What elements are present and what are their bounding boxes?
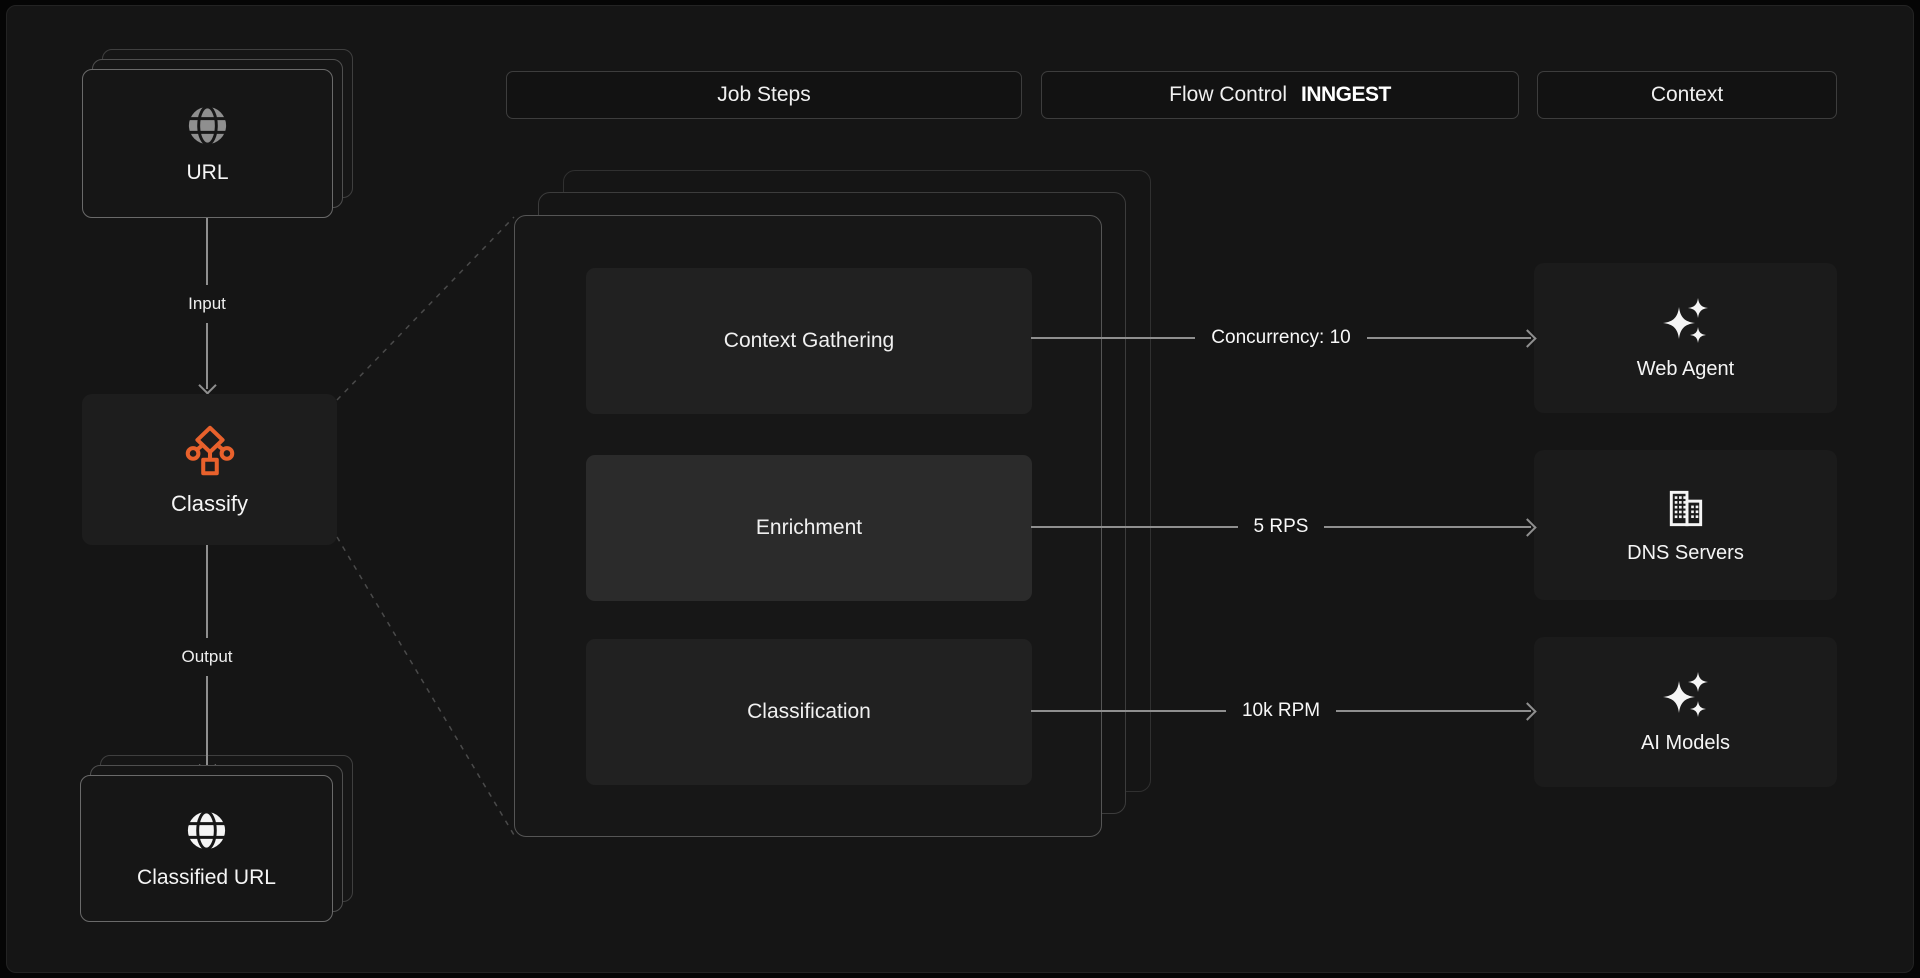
input-arrow-line-bottom [206, 322, 208, 389]
sparkles-icon [1660, 670, 1712, 722]
step-label: Context Gathering [723, 329, 895, 352]
header-job-steps-label: Job Steps [717, 83, 811, 106]
output-arrow-line-bottom [206, 676, 208, 769]
sparkles-icon [1660, 296, 1712, 348]
rpm-arrow: 10k RPM [1031, 698, 1537, 724]
arrow-line [1336, 710, 1532, 712]
output-arrow-line-top [206, 545, 208, 638]
dns-servers-label: DNS Servers [1627, 542, 1744, 564]
output-arrow-label: Output [181, 647, 233, 666]
classify-node: Classify [82, 394, 337, 545]
ai-models-node: AI Models [1534, 637, 1837, 787]
arrow-line [1031, 710, 1226, 712]
output-arrow: Output [177, 545, 237, 775]
rps-arrow-label: 5 RPS [1253, 516, 1309, 537]
step-label: Enrichment [755, 516, 863, 539]
classify-node-label: Classify [170, 490, 248, 516]
header-flow-control: Flow Control INNGEST [1041, 71, 1519, 119]
inngest-logo: INNGEST [1301, 83, 1391, 106]
arrow-line [1324, 526, 1532, 528]
header-flow-control-label: Flow Control [1169, 83, 1288, 106]
classified-url-node: Classified URL [80, 775, 333, 922]
concurrency-arrow: Concurrency: 10 [1031, 325, 1537, 351]
job-steps-card: Context Gathering Enrichment Classificat… [514, 215, 1102, 837]
rpm-arrow-label: 10k RPM [1241, 700, 1321, 721]
arrow-line [1031, 337, 1196, 339]
web-agent-node: Web Agent [1534, 263, 1837, 413]
arrow-head-right-icon [1518, 517, 1537, 537]
arrow-head-right-icon [1518, 701, 1537, 721]
header-context: Context [1537, 71, 1837, 119]
concurrency-arrow-label: Concurrency: 10 [1211, 327, 1351, 348]
input-arrow-line-top [206, 218, 208, 285]
url-node-label: URL [186, 161, 229, 184]
input-arrow-label: Input [188, 293, 226, 313]
arrow-head-down-icon [197, 376, 217, 395]
classify-tree-icon [181, 423, 239, 481]
rps-arrow: 5 RPS [1031, 514, 1537, 540]
ai-models-label: AI Models [1641, 731, 1730, 754]
globe-icon [184, 102, 231, 149]
dns-servers-node: DNS Servers [1534, 450, 1837, 600]
step-context-gathering: Context Gathering [586, 268, 1032, 414]
step-label: Classification [747, 700, 871, 723]
url-node: URL [82, 69, 333, 218]
classified-url-node-label: Classified URL [137, 866, 276, 889]
arrow-head-right-icon [1518, 328, 1537, 348]
buildings-icon [1662, 485, 1709, 532]
input-arrow: Input [177, 218, 237, 395]
arrow-line [1031, 526, 1238, 528]
globe-icon [183, 807, 230, 854]
header-job-steps: Job Steps [506, 71, 1022, 119]
step-enrichment: Enrichment [586, 455, 1032, 601]
header-context-label: Context [1650, 83, 1724, 106]
web-agent-label: Web Agent [1636, 357, 1735, 380]
arrow-line [1366, 337, 1531, 339]
step-classification: Classification [586, 639, 1032, 785]
